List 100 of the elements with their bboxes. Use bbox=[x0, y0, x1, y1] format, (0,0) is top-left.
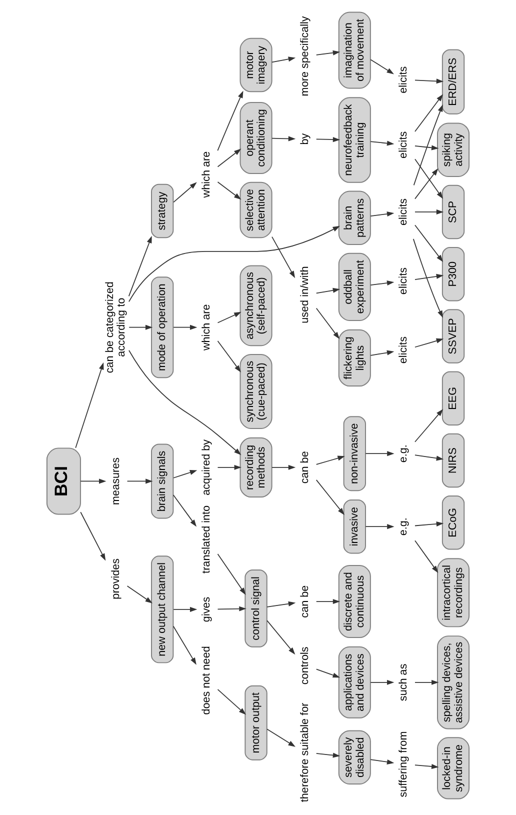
node-box: brain signals bbox=[151, 444, 174, 519]
node-text: therefore suitable for bbox=[299, 702, 312, 802]
arrow bbox=[414, 94, 444, 132]
arrow bbox=[172, 626, 196, 665]
node-box: spelling devices, assistive devices bbox=[437, 636, 470, 730]
arrow bbox=[266, 728, 296, 747]
arrow bbox=[370, 759, 394, 764]
arrow bbox=[370, 140, 394, 146]
arrow bbox=[414, 454, 444, 461]
arrow bbox=[414, 338, 444, 348]
arrow bbox=[272, 464, 296, 470]
node-box: oddball experiment bbox=[338, 252, 371, 321]
arrow bbox=[414, 521, 444, 526]
arrow bbox=[316, 752, 340, 758]
arrow bbox=[414, 409, 444, 442]
node-box: synchronous (cue-paced) bbox=[240, 354, 272, 429]
node-box: EEG bbox=[442, 371, 465, 426]
node-box: asynchronous (self-paced) bbox=[240, 265, 272, 346]
node-box: imagination of movement bbox=[338, 12, 371, 89]
arrow bbox=[126, 586, 153, 604]
node-box: flickering lights bbox=[338, 329, 371, 387]
node-text: which are bbox=[200, 151, 212, 198]
node-text: elicits bbox=[398, 66, 410, 94]
arrow bbox=[316, 668, 340, 678]
node-text: elicits bbox=[398, 198, 410, 226]
arrow bbox=[370, 280, 394, 286]
arrow bbox=[414, 224, 444, 262]
node-box: SCP bbox=[442, 184, 465, 240]
arrow bbox=[414, 78, 444, 84]
arrow bbox=[316, 308, 340, 340]
arrow bbox=[316, 599, 340, 604]
node-text: controls bbox=[299, 646, 312, 685]
arrow bbox=[128, 324, 153, 330]
node-box: control signal bbox=[244, 570, 268, 648]
arrow bbox=[217, 464, 242, 470]
arrow bbox=[217, 148, 242, 168]
node-box: NIRS bbox=[442, 433, 465, 488]
arrow bbox=[272, 136, 296, 142]
arrow bbox=[414, 540, 438, 573]
node-text: can be bbox=[299, 451, 312, 484]
arrow bbox=[217, 606, 246, 612]
arrow bbox=[80, 512, 106, 561]
node-text: provides bbox=[110, 558, 122, 600]
arrow bbox=[414, 209, 444, 214]
node-box: ECoG bbox=[442, 496, 465, 550]
node-box: motor imagery bbox=[240, 38, 272, 92]
node-box: locked-in syndrome bbox=[437, 737, 470, 800]
node-text: e.g. bbox=[398, 518, 410, 536]
arrow bbox=[217, 312, 242, 324]
node-text: measures bbox=[110, 457, 122, 505]
node-text: does not need bbox=[200, 646, 212, 715]
arrow bbox=[173, 606, 198, 612]
node-box: severely disabled bbox=[338, 730, 371, 784]
node-box: intracortical recordings bbox=[437, 558, 470, 628]
arrow bbox=[80, 478, 106, 484]
node-text: can be bbox=[299, 585, 312, 618]
arrow bbox=[370, 59, 394, 74]
arrow bbox=[126, 478, 153, 484]
node-box: non-invasive bbox=[343, 416, 366, 492]
arrow bbox=[272, 236, 296, 278]
arrow bbox=[316, 137, 340, 142]
node-box: invasive bbox=[343, 499, 366, 554]
arrow bbox=[217, 182, 242, 200]
node-box: motor output bbox=[244, 685, 268, 760]
arrow bbox=[266, 601, 296, 608]
node-text: gives bbox=[200, 596, 212, 622]
arrow bbox=[173, 324, 198, 330]
node-box: neurofeedback training bbox=[338, 97, 371, 183]
node-text: more specifically bbox=[299, 16, 312, 96]
arrow bbox=[173, 182, 197, 203]
arrow bbox=[217, 340, 241, 372]
node-box: BCI bbox=[46, 448, 81, 515]
node-text: can be categorized according to bbox=[104, 282, 128, 374]
arrow bbox=[316, 50, 340, 56]
node-box: ERD/ERS bbox=[442, 49, 465, 114]
arrow bbox=[217, 688, 246, 715]
arrow bbox=[173, 470, 198, 478]
node-box: selective attention bbox=[240, 182, 272, 238]
node-box: spiking activity bbox=[437, 122, 470, 177]
arrow bbox=[128, 226, 340, 302]
node-box: strategy bbox=[151, 184, 174, 238]
arrow bbox=[414, 680, 439, 685]
node-text: elicits bbox=[398, 336, 410, 364]
arrow bbox=[413, 104, 443, 186]
arrow bbox=[370, 350, 394, 356]
arrow bbox=[172, 494, 197, 527]
arrow bbox=[370, 680, 394, 685]
arrow bbox=[412, 238, 443, 318]
node-text: suffering from bbox=[398, 731, 410, 798]
arrow bbox=[414, 168, 438, 200]
node-box: mode of operation bbox=[151, 276, 174, 378]
node-box: operant conditioning bbox=[240, 102, 272, 174]
arrow bbox=[316, 480, 344, 516]
arrow bbox=[414, 158, 444, 199]
arrow bbox=[414, 274, 444, 280]
arrow bbox=[128, 236, 152, 297]
arrow bbox=[365, 451, 394, 456]
arrow bbox=[370, 211, 394, 216]
node-box: new output channel bbox=[151, 556, 174, 664]
node-text: acquired by bbox=[200, 439, 212, 496]
